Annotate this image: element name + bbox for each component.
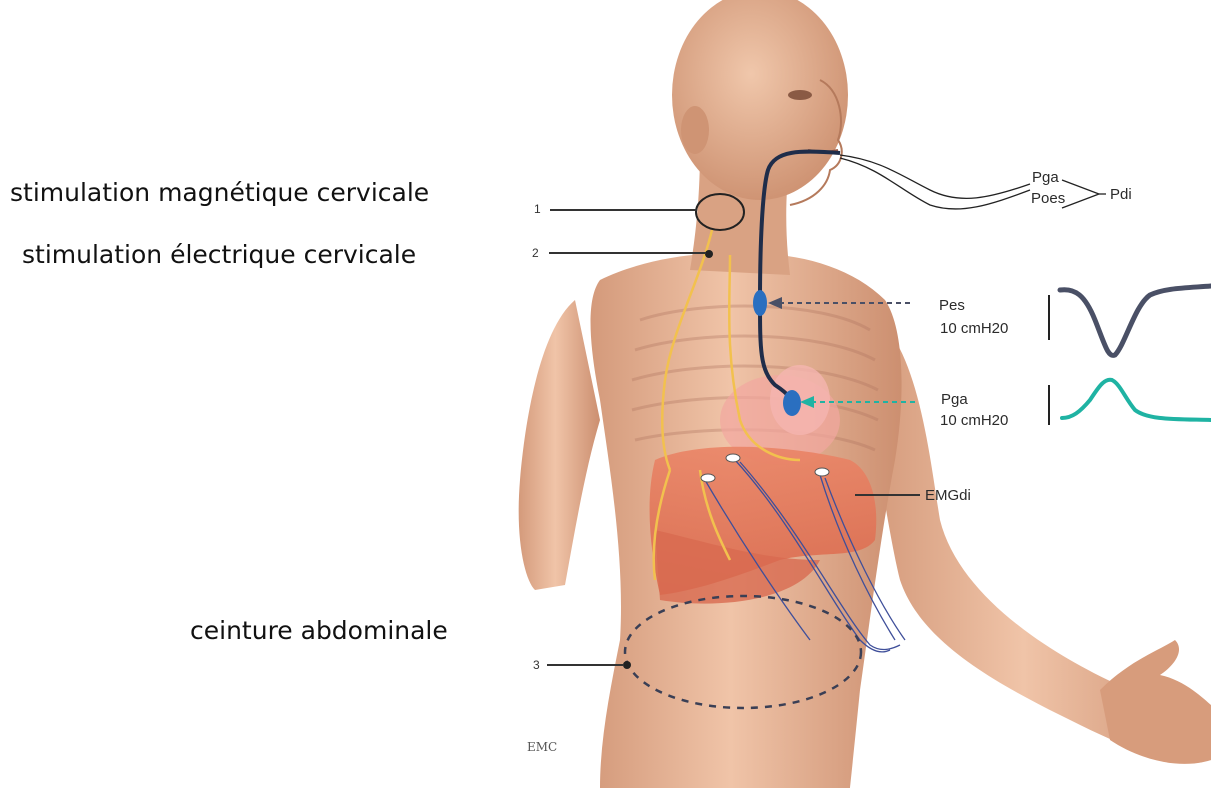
pga-trace [1062,380,1211,420]
label-poes: Poes [1031,190,1065,207]
label-pga: Pga [941,391,968,408]
catheter-external-2 [840,158,1030,209]
number-2: 2 [532,246,539,260]
signature: EMC [527,740,557,754]
label-pga-top: Pga [1032,169,1059,186]
eye [788,90,812,100]
label-pes: Pes [939,297,965,314]
number-1: 1 [534,202,541,216]
label-pga-scale: 10 cmH20 [940,412,1008,429]
pes-trace [1060,286,1211,355]
cervical-electric-site [705,250,713,258]
left-arm [519,300,600,590]
torso [519,0,1211,788]
label-cervical-electric: stimulation électrique cervicale [22,240,416,269]
pga-balloon [783,390,801,416]
label-emgdi: EMGdi [925,487,971,504]
pdi-bracket [1062,180,1099,208]
hand [1100,640,1211,764]
pes-balloon [753,290,767,316]
label-abdominal-belt: ceinture abdominale [190,616,448,645]
catheter-external-1 [840,155,1030,198]
label-cervical-magnetic: stimulation magnétique cervicale [10,178,429,207]
ear [681,106,709,154]
label-pdi: Pdi [1110,186,1132,203]
label-pes-scale: 10 cmH20 [940,320,1008,337]
number-3: 3 [533,658,540,672]
head [672,0,848,200]
abdominal-belt-marker [623,661,631,669]
